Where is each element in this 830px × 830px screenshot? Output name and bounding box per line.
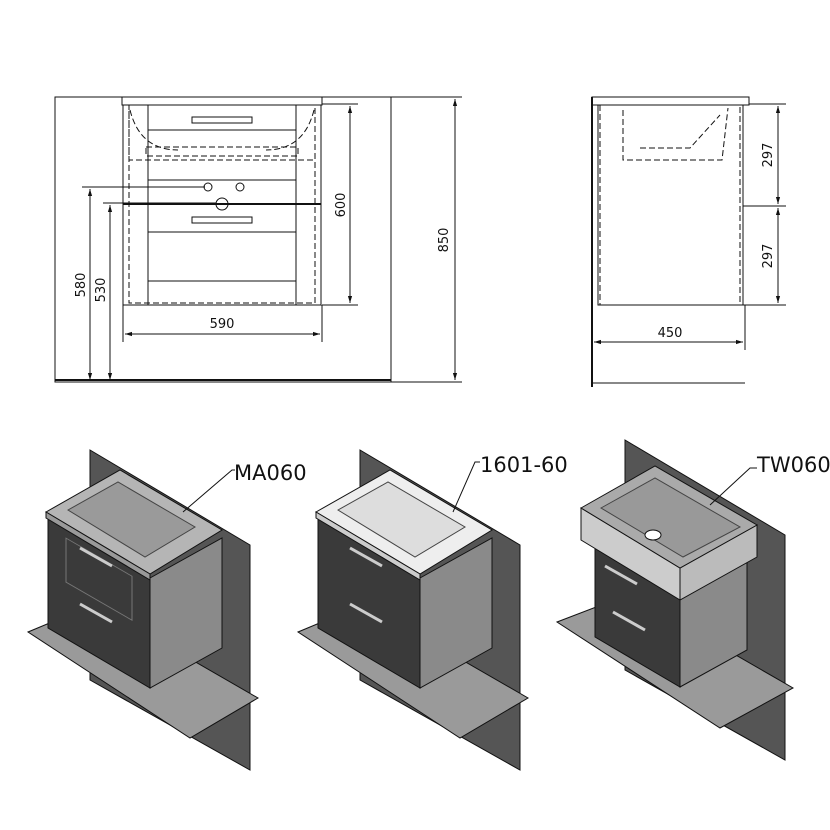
dim-cabinet-height: 600 bbox=[334, 193, 349, 218]
drawer-handle-icon bbox=[191, 216, 253, 224]
model-label: TW060 bbox=[756, 453, 830, 477]
drawer-handle-icon bbox=[191, 116, 253, 124]
dim-height-580: 580 bbox=[74, 273, 89, 298]
dim-upper-drawer: 297 bbox=[761, 143, 776, 168]
drain-hole-icon bbox=[215, 197, 229, 211]
wall-outline bbox=[54, 96, 392, 383]
model-ma060: MA060 bbox=[26, 449, 307, 771]
side-view: 297 297 450 bbox=[591, 96, 786, 387]
pipe-hole-icon bbox=[235, 182, 245, 192]
pipe-hole-icon bbox=[203, 182, 213, 192]
model-1601-60: 1601-60 bbox=[296, 449, 568, 771]
dim-depth: 450 bbox=[658, 326, 683, 341]
model-tw060: TW060 bbox=[555, 439, 830, 761]
model-label: MA060 bbox=[234, 461, 307, 485]
model-label: 1601-60 bbox=[480, 453, 568, 477]
dim-lower-drawer: 297 bbox=[761, 244, 776, 269]
front-view: 590 600 850 580 530 bbox=[54, 96, 462, 383]
dim-total-height: 850 bbox=[437, 228, 452, 253]
dim-height-530: 530 bbox=[94, 278, 109, 303]
basin-top bbox=[121, 96, 323, 106]
dim-width: 590 bbox=[210, 317, 235, 332]
